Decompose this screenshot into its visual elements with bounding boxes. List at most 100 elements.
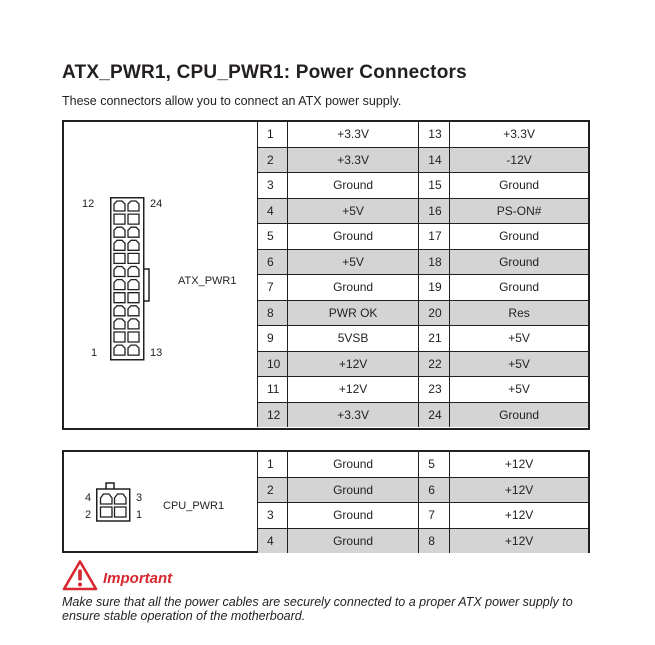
pin-number-cell: 17	[418, 223, 451, 250]
connector-pin	[113, 278, 126, 291]
pin-signal-cell: +3.3V	[449, 122, 588, 148]
pin-signal-cell: PS-ON#	[449, 197, 588, 224]
pin-signal-cell: +3.3V	[286, 401, 420, 427]
atx-24pin-connector-icon	[110, 197, 145, 361]
pin-number-cell: 23	[418, 376, 451, 403]
pin-signal-cell: +12V	[449, 502, 588, 529]
atx-pin-label-13: 13	[150, 347, 163, 359]
pin-signal-cell: Ground	[449, 248, 588, 275]
cpu-4pin-connector-icon	[96, 482, 131, 522]
pin-signal-cell: Ground	[449, 274, 588, 301]
connector-pin	[127, 265, 140, 278]
pin-signal-cell: +5V	[286, 248, 420, 275]
pin-signal-cell: Ground	[286, 476, 420, 503]
cpu-pin-label-3: 3	[136, 492, 143, 504]
pin-number-cell: 5	[418, 452, 451, 478]
pin-number-cell: 16	[418, 197, 451, 224]
atx-pin-label-12: 12	[82, 198, 95, 210]
pin-number-cell: 10	[257, 350, 288, 377]
connector-pin	[113, 305, 126, 317]
important-heading: Important	[103, 570, 173, 587]
pin-signal-cell: +12V	[449, 452, 588, 478]
connector-pin	[127, 331, 140, 343]
connector-pin	[113, 265, 126, 278]
cpu-pin-label-1: 1	[136, 509, 143, 521]
connector-pin	[127, 252, 140, 265]
connector-pin	[127, 292, 140, 304]
cpu-connector-label: CPU_PWR1	[163, 500, 225, 512]
pin-number-cell: 9	[257, 325, 288, 352]
pin-number-cell: 3	[257, 502, 288, 529]
connector-pin	[113, 344, 126, 356]
pin-signal-cell: +5V	[286, 197, 420, 224]
pin-number-cell: 24	[418, 401, 451, 427]
pin-number-cell: 22	[418, 350, 451, 377]
pin-number-cell: 7	[257, 274, 288, 301]
pin-number-cell: 2	[257, 146, 288, 173]
connector-pin	[113, 318, 126, 330]
pin-number-cell: 7	[418, 502, 451, 529]
pin-number-cell: 1	[257, 122, 288, 148]
pin-signal-cell: Ground	[286, 452, 420, 478]
pin-number-cell: 6	[418, 476, 451, 503]
atx-pin-label-1: 1	[91, 347, 98, 359]
pin-signal-cell: -12V	[449, 146, 588, 173]
pin-signal-cell: Ground	[449, 223, 588, 250]
pin-number-cell: 3	[257, 172, 288, 199]
connector-pin	[127, 344, 140, 356]
pin-number-cell: 12	[257, 401, 288, 427]
connector-pin	[127, 226, 140, 238]
pin-number-cell: 1	[257, 452, 288, 478]
pin-signal-cell: Ground	[286, 502, 420, 529]
connector-pin	[113, 226, 126, 238]
pin-signal-cell: Ground	[286, 172, 420, 199]
page-title: ATX_PWR1, CPU_PWR1: Power Connectors	[62, 62, 467, 83]
pin-signal-cell: Ground	[449, 401, 588, 427]
atx-connector-label: ATX_PWR1	[178, 275, 237, 287]
pin-signal-cell: +12V	[286, 376, 420, 403]
connector-pin	[127, 213, 140, 225]
cpu-pin-label-2: 2	[85, 509, 92, 521]
pin-signal-cell: +3.3V	[286, 146, 420, 173]
connector-pin	[113, 292, 126, 304]
warning-icon	[62, 560, 98, 591]
pin-signal-cell: PWR OK	[286, 299, 420, 326]
connector-pin	[113, 200, 126, 212]
connector-pin	[113, 239, 126, 251]
pin-number-cell: 20	[418, 299, 451, 326]
pin-number-cell: 13	[418, 122, 451, 148]
page-subtitle: These connectors allow you to connect an…	[62, 94, 402, 108]
pin-number-cell: 8	[418, 527, 451, 553]
pin-signal-cell: +12V	[449, 527, 588, 553]
connector-pin	[127, 305, 140, 317]
pin-number-cell: 19	[418, 274, 451, 301]
connector-pin	[127, 239, 140, 251]
pin-signal-cell: +5V	[449, 376, 588, 403]
pin-signal-cell: Ground	[449, 172, 588, 199]
pin-number-cell: 14	[418, 146, 451, 173]
pin-number-cell: 4	[257, 197, 288, 224]
pin-number-cell: 21	[418, 325, 451, 352]
pin-signal-cell: +5V	[449, 350, 588, 377]
pin-signal-cell: Ground	[286, 274, 420, 301]
pin-number-cell: 15	[418, 172, 451, 199]
cpu-pin-label-4: 4	[85, 492, 92, 504]
